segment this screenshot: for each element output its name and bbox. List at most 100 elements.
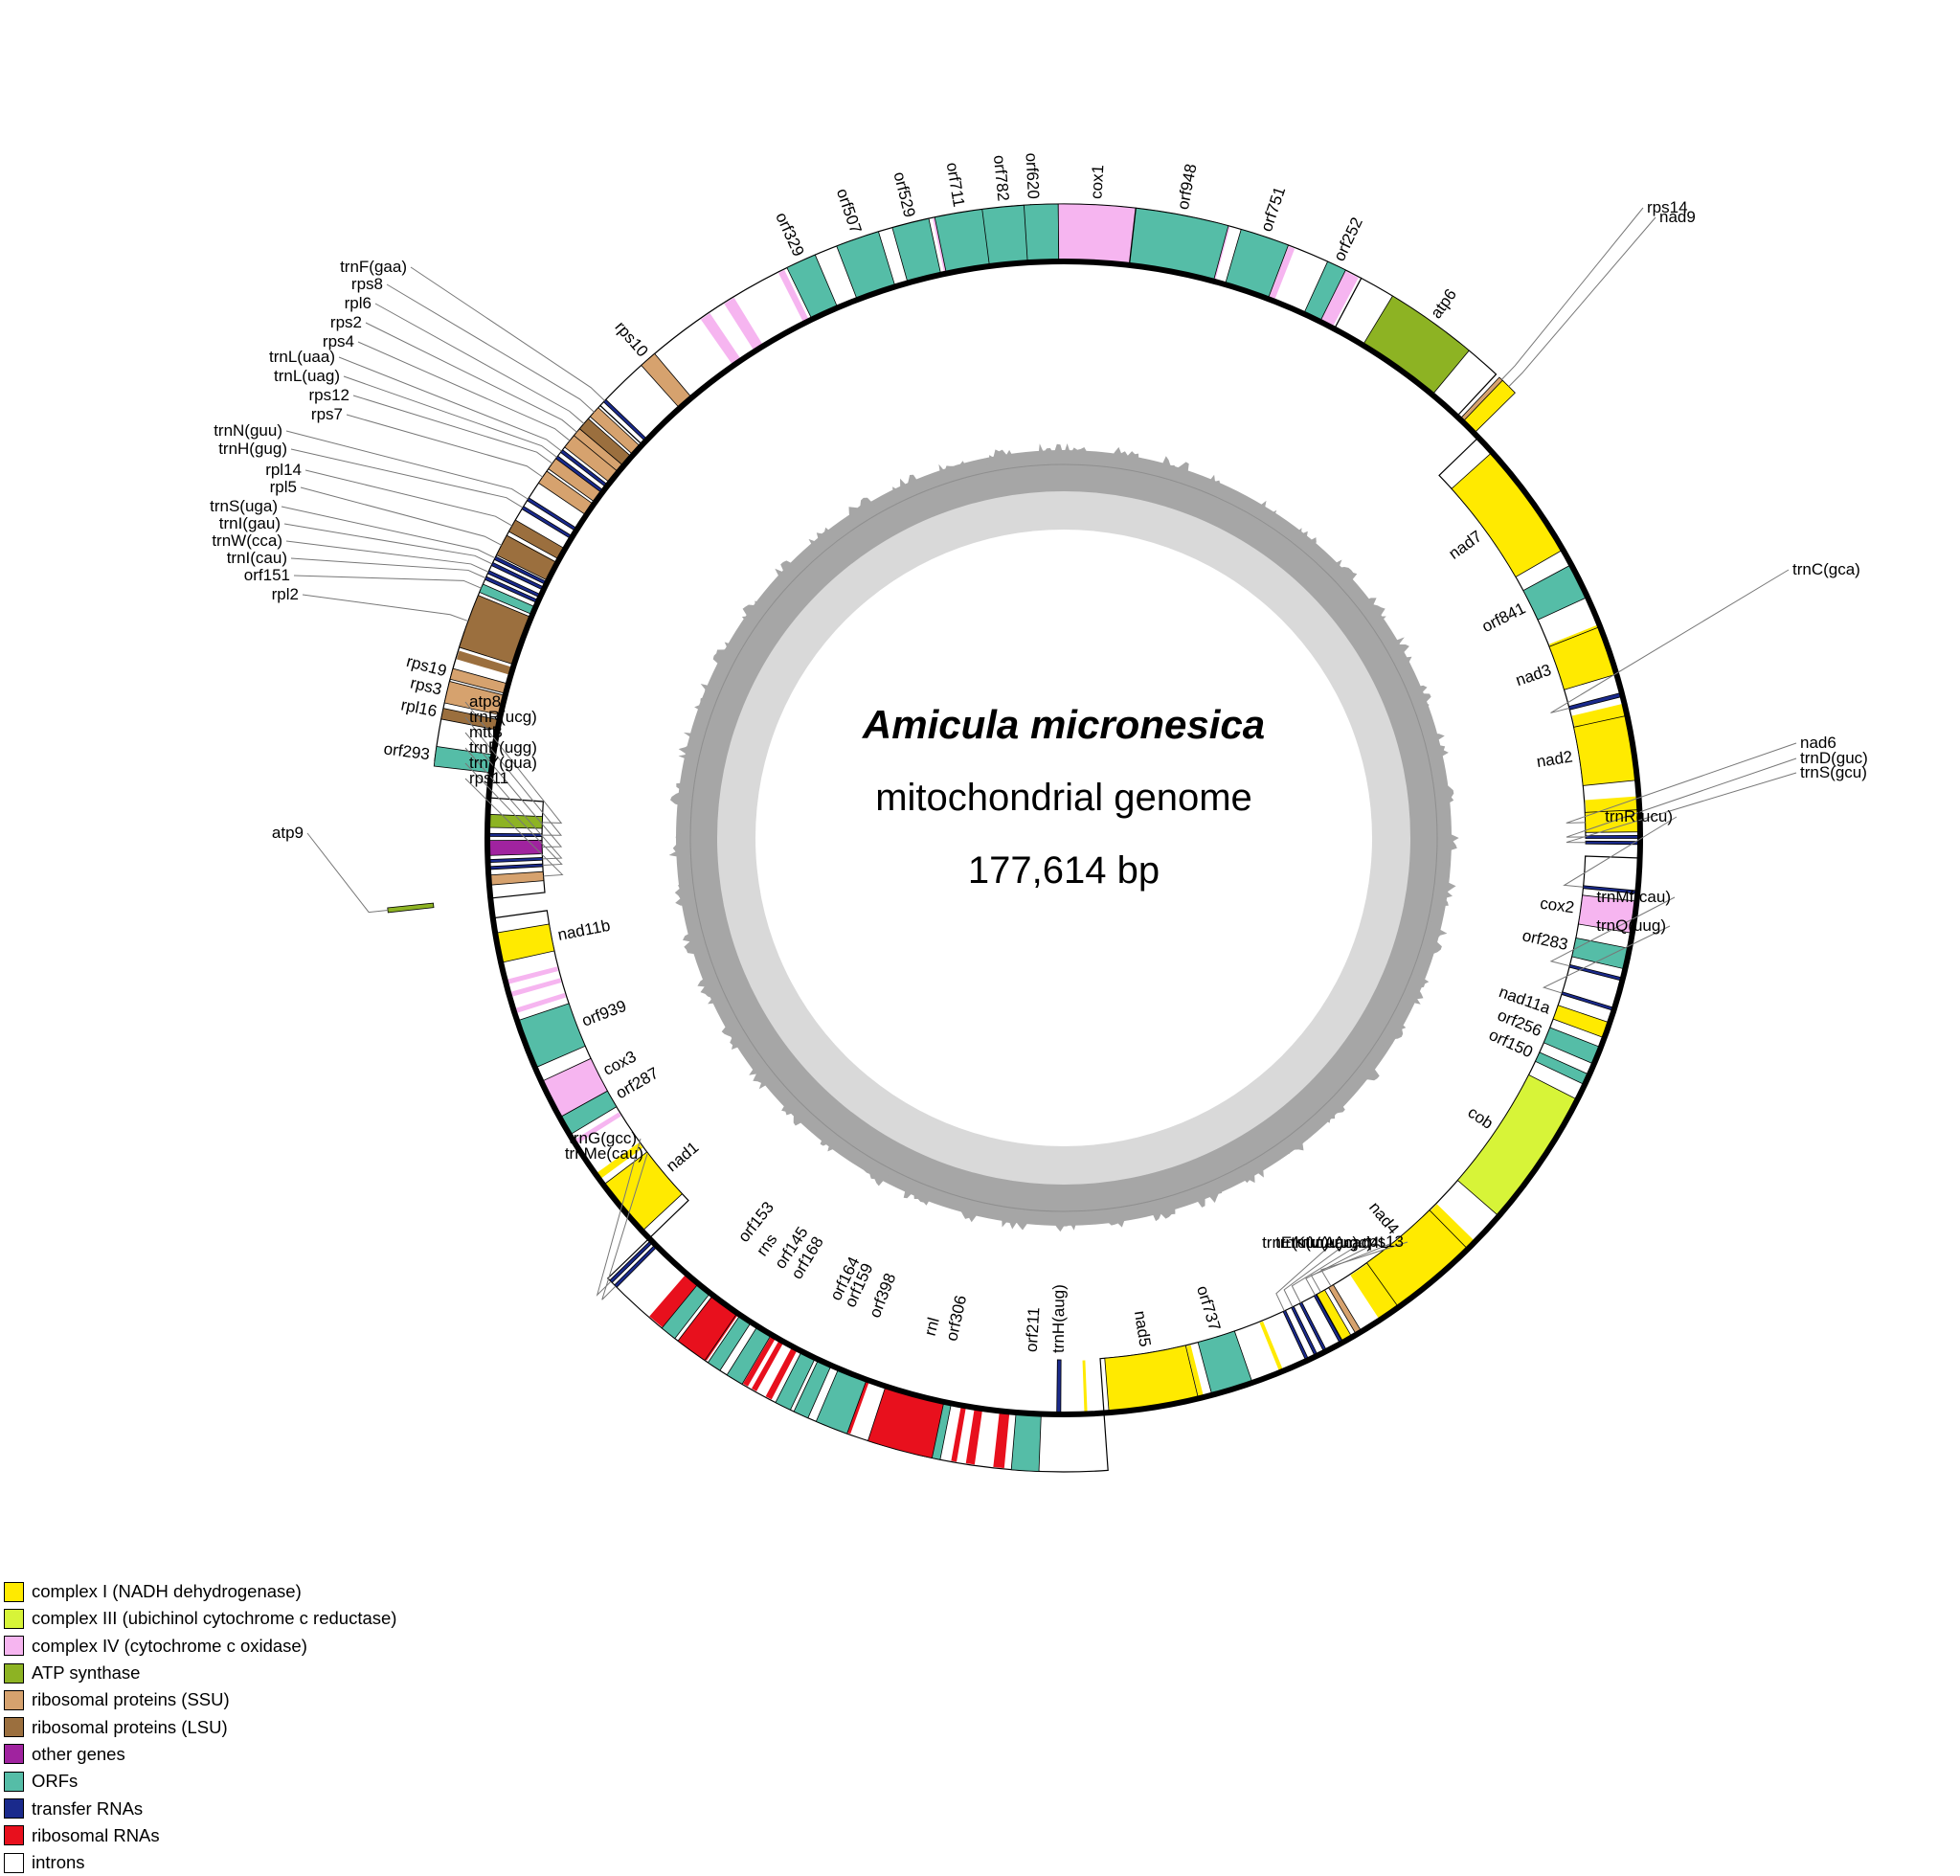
- leader-line: [283, 523, 493, 565]
- leader-line: [1320, 1241, 1408, 1287]
- exon-stripe: [1082, 1360, 1088, 1413]
- leader-line: [1566, 742, 1797, 824]
- legend-swatch: [4, 1771, 24, 1792]
- leader-line: [1563, 816, 1678, 888]
- exon-stripe: [1185, 1345, 1204, 1398]
- legend-item: introns: [4, 1849, 396, 1876]
- gene-label: trnS(gcu): [1800, 763, 1867, 781]
- gene-label: rps12: [308, 386, 349, 404]
- gene-label: orf306: [942, 1294, 970, 1343]
- legend-item: ATP synthase: [4, 1660, 396, 1686]
- exon-stripe: [508, 978, 562, 998]
- legend-label: ORFs: [32, 1771, 79, 1792]
- gene-label: trnP(ugg): [469, 738, 537, 757]
- leader-line: [1549, 896, 1676, 967]
- leader-line: [1305, 1242, 1377, 1296]
- gene-block: [387, 902, 435, 914]
- leader-line: [601, 1153, 648, 1300]
- legend-item: ribosomal proteins (SSU): [4, 1686, 396, 1713]
- gene-label: trnR(ucu): [1605, 807, 1673, 825]
- leader-line: [285, 540, 489, 573]
- gc-mid-circle: [689, 463, 1438, 1212]
- leader-line: [346, 414, 544, 478]
- legend-item: other genes: [4, 1741, 396, 1768]
- gene-label: orf529: [890, 170, 919, 219]
- leader-line: [302, 594, 469, 622]
- leader-line: [1508, 216, 1656, 387]
- gene-label: orf507: [833, 186, 866, 236]
- label-leader-lines: [281, 207, 1797, 1312]
- gene-label: rps10: [611, 318, 651, 361]
- legend-label: complex I (NADH dehydrogenase): [32, 1581, 302, 1602]
- gene-label: orf939: [579, 997, 629, 1030]
- exon-stripe: [993, 1412, 1010, 1469]
- gene-label: trnR(ucg): [469, 708, 537, 726]
- gene-block: [486, 839, 543, 856]
- gene-ring: [387, 203, 1641, 1473]
- gene-label: atp6: [1427, 285, 1460, 322]
- exon-stripe: [951, 1406, 966, 1462]
- exon-stripe: [574, 1112, 621, 1144]
- legend-label: complex III (ubichinol cytochrome c redu…: [32, 1608, 397, 1629]
- legend-label: other genes: [32, 1743, 125, 1764]
- legend-label: introns: [32, 1852, 85, 1873]
- leader-line: [1275, 1242, 1334, 1312]
- gene-label: orf329: [772, 210, 807, 260]
- gene-label: trnV(uac): [1291, 1233, 1358, 1252]
- exon-stripe: [649, 1274, 703, 1332]
- legend-swatch: [4, 1662, 24, 1684]
- exon-stripe: [752, 1340, 784, 1391]
- leader-line: [1501, 207, 1644, 380]
- gene-label: trnD(guc): [1800, 749, 1868, 767]
- gene-label: orf782: [990, 154, 1013, 202]
- species-name: Amicula micronesica: [862, 702, 1265, 747]
- gene-label: trnE(uuc): [1262, 1233, 1329, 1252]
- gene-label: nad5: [1131, 1309, 1155, 1347]
- leader-line: [343, 375, 557, 458]
- gene-label: cob: [1465, 1103, 1497, 1133]
- leader-line: [365, 322, 577, 433]
- gene-label: orf211: [1023, 1306, 1044, 1352]
- gene-label: nad9: [1659, 208, 1696, 226]
- gene-block: [1057, 203, 1137, 266]
- exon-stripe: [1585, 796, 1639, 814]
- gene-label: orf293: [383, 739, 431, 763]
- gene-block: [981, 204, 1028, 267]
- leader-line: [300, 486, 503, 546]
- legend-swatch: [4, 1608, 24, 1629]
- legend-item: ribosomal RNAs: [4, 1822, 396, 1849]
- center-area: [755, 530, 1372, 1146]
- gene-label: rps4: [323, 332, 354, 350]
- leader-line: [290, 448, 524, 509]
- gene-label: trnH(gug): [218, 440, 287, 458]
- gene-label: trnL(uaa): [269, 348, 335, 366]
- gene-label: nad2: [1535, 747, 1573, 771]
- leader-line: [293, 575, 482, 589]
- exon-stripe: [700, 313, 741, 366]
- gene-block: [1585, 834, 1641, 839]
- leader-line: [386, 283, 595, 413]
- gene-label: rpl2: [272, 585, 299, 603]
- genome-backbone: [484, 259, 1643, 1417]
- gene-label: trnS(uga): [210, 497, 278, 515]
- leader-line: [1542, 925, 1671, 994]
- gene-label: mttB: [469, 723, 503, 741]
- gc-content-ring: [668, 443, 1459, 1232]
- legend-swatch: [4, 1852, 24, 1873]
- genome-subtitle: mitochondrial genome: [875, 777, 1252, 819]
- legend-swatch: [4, 1636, 24, 1657]
- gene-label: rpl14: [265, 461, 302, 479]
- leader-line: [1550, 569, 1790, 713]
- gene-label: atp8: [469, 692, 501, 711]
- gene-label: trnMf(cau): [1597, 888, 1671, 906]
- gene-label: rps11: [469, 769, 508, 787]
- exon-stripe: [1318, 270, 1359, 328]
- leader-line: [464, 762, 563, 867]
- legend-label: transfer RNAs: [32, 1797, 144, 1819]
- gene-label: cox1: [1087, 164, 1107, 199]
- exon-stripe: [965, 1408, 983, 1465]
- gene-label: orf151: [244, 566, 290, 584]
- gene-label: nad7: [1445, 527, 1485, 563]
- leader-line: [1566, 757, 1797, 838]
